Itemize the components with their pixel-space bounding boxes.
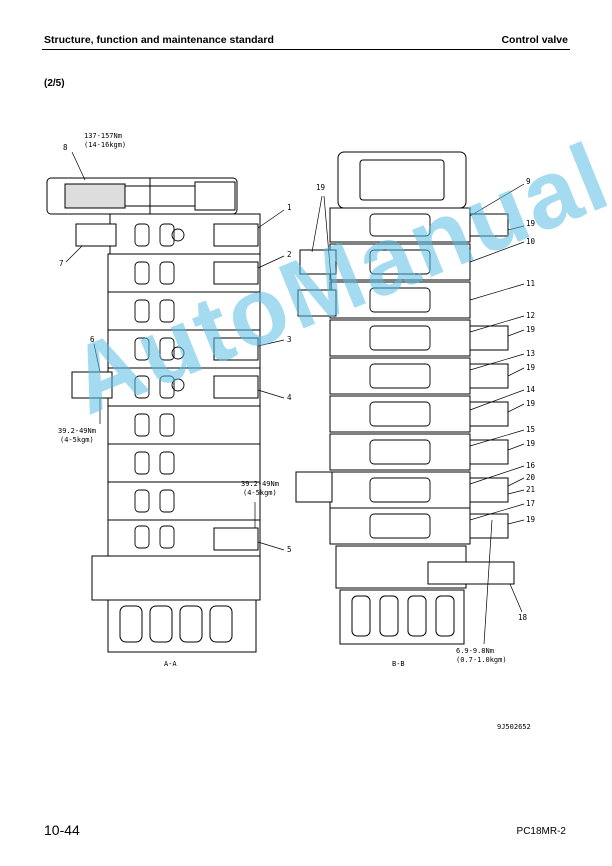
callout-left: 7 [59,259,64,268]
callout-right: 16 [526,461,536,470]
callout-right: 14 [526,385,536,394]
callout-right: 19 [526,399,535,408]
view-a-label: A-A [164,660,177,668]
torque-bottom-kgm: (0.7-1.0kgm) [456,656,507,664]
torque-left-kgm: (4-5kgm) [60,436,94,444]
callout-left: 6 [90,335,95,344]
callout-right: 20 [526,473,536,482]
callout-left: 2 [287,250,292,259]
figure-code: 9J502652 [497,723,531,731]
callout-right: 9 [526,177,531,186]
view-b-label: B-B [392,660,405,668]
view-a-assembly [46,177,261,653]
header-topic-title: Control valve [501,34,568,46]
torque-bottom-value: 6.9-9.8Nm [456,647,494,655]
torque-top-kgm: (14-16kgm) [84,141,126,149]
torque-top-value: 137-157Nm [84,132,122,140]
header-section-title: Structure, function and maintenance stan… [44,34,274,46]
callout-right: 10 [526,237,536,246]
callout-right: 15 [526,425,535,434]
callout-right: 19 [526,439,535,448]
callout-left: 8 [63,143,68,152]
model-name: PC18MR-2 [516,826,566,837]
torque-mid-kgm: (4-5kgm) [243,489,277,497]
callout-right: 17 [526,499,535,508]
callout-right: 11 [526,279,535,288]
callout-right: 19 [526,515,535,524]
torque-left-value: 39.2-49Nm [58,427,96,435]
page-part-indicator: (2/5) [44,78,65,89]
callout-right: 12 [526,311,535,320]
page-number: 10-44 [44,822,80,838]
callout-left: 3 [287,335,292,344]
callout-left: 5 [287,545,292,554]
callout-right: 19 [526,325,535,334]
callout-right: 21 [526,485,535,494]
header-rule [42,49,570,50]
torque-mid-value: 39.2-49Nm [241,480,279,488]
callout-right: 19 [526,219,535,228]
callout-right: 18 [518,613,528,622]
view-b-assembly [329,151,515,645]
callout-right: 19 [526,363,535,372]
callout-left: 4 [287,393,292,402]
callout-left: 1 [287,203,292,212]
callout-right: 13 [526,349,535,358]
callout-right: 19 [316,183,325,192]
